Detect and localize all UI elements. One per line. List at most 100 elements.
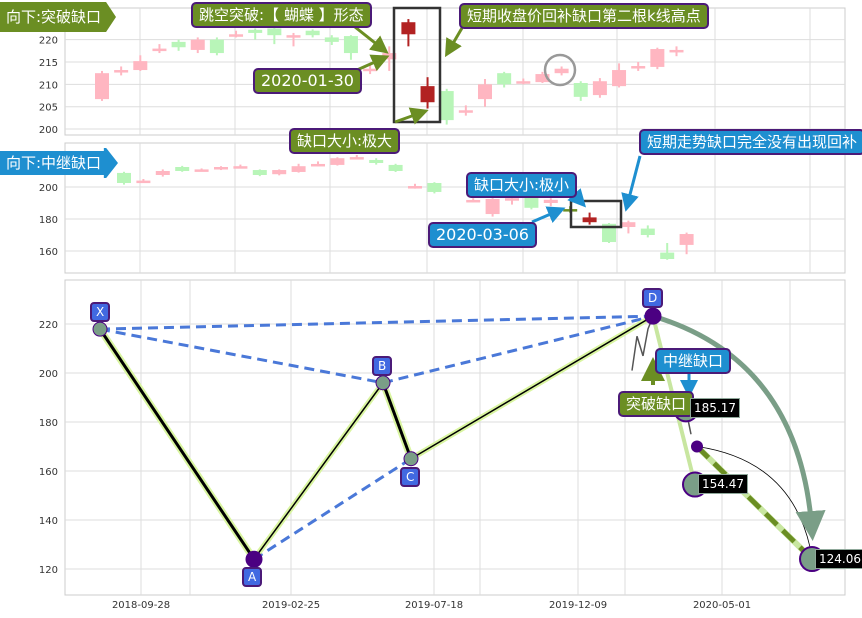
candle-body (349, 157, 364, 160)
candle-body (311, 163, 325, 167)
panel2-ytick-label: 160 (39, 247, 58, 258)
panel2-candle (155, 169, 170, 177)
panel1-candle (305, 29, 320, 38)
panel1-candle (631, 62, 646, 71)
projection-arc-arrow (652, 313, 826, 542)
panel1-ytick-label: 215 (39, 58, 58, 69)
gap2-date-label: 2020-03-06 (428, 222, 537, 248)
candle-body (190, 39, 205, 50)
panel2-frame (64, 142, 846, 274)
pattern-point-marker (245, 550, 263, 568)
panel1-candle (612, 63, 627, 88)
pattern-point-marker (375, 375, 391, 391)
candle-body (95, 73, 109, 100)
candle-body (117, 172, 131, 183)
candle-body (401, 22, 416, 35)
panel2-candle (349, 155, 364, 160)
candle-body (343, 36, 358, 54)
panel2-candle (252, 169, 267, 177)
panel2-candle (175, 165, 190, 172)
y-tick-label: 140 (39, 516, 58, 527)
candle-body (497, 73, 512, 85)
candle-body (133, 61, 148, 71)
relay-gap-label: 中继缺口 (655, 348, 732, 374)
candle-body (114, 70, 129, 73)
panel1-candle (95, 70, 109, 101)
panel1-ytick-label: 205 (39, 103, 58, 114)
panel2-candle (485, 198, 500, 217)
y-tick-label: 160 (39, 467, 58, 478)
panel1-candle (267, 26, 282, 45)
candle-body (535, 74, 550, 83)
point-c-label: C (400, 467, 421, 487)
candle-body (602, 223, 616, 243)
panel2-direction-banner: 向下:中继缺口 (0, 148, 118, 178)
pattern-point-marker (403, 451, 419, 467)
panel2-candle (369, 158, 384, 165)
x-tick-label: 2019-02-25 (262, 600, 320, 611)
panel2-candle (466, 198, 481, 203)
candle-body (272, 170, 287, 175)
candle-body (650, 49, 665, 67)
panel2-ytick-label: 180 (39, 215, 58, 226)
panel2-candle (660, 243, 675, 260)
panel2-candle (136, 179, 151, 184)
panel1-candle (324, 35, 339, 46)
candle-body (252, 170, 267, 175)
panel1-direction-banner: 向下:突破缺口 (0, 2, 116, 32)
xd-dashed-line (99, 314, 654, 331)
candle-body (420, 86, 435, 103)
panel1-candle (401, 19, 416, 47)
panel1-candle (248, 28, 263, 40)
point-b-label: B (372, 356, 393, 376)
pattern-point-marker (92, 321, 108, 337)
candle-body (248, 29, 263, 33)
candle-body (592, 81, 607, 96)
panel2-candle (388, 163, 403, 172)
panel1-ytick-label: 220 (39, 36, 58, 47)
candle-body (612, 70, 627, 87)
candle-body (660, 252, 675, 259)
panel1-frame (64, 7, 846, 136)
panel2-candle (272, 169, 287, 176)
panel1-candle (286, 32, 301, 47)
candle-body (439, 91, 454, 121)
gap2-highlight-box (569, 199, 623, 229)
xb-dashed-line (99, 327, 384, 385)
cd-leg (410, 315, 654, 460)
target-path-dashed (695, 444, 814, 561)
panel2-ytick-label: 200 (39, 183, 58, 194)
candle-body (194, 169, 209, 172)
candle-body (679, 234, 694, 245)
panel2-candle (233, 164, 248, 169)
candle-body (155, 171, 170, 175)
panel1-candle (209, 37, 224, 56)
candle-body (427, 183, 442, 192)
panel1-candle (554, 66, 569, 76)
x-tick-label: 2018-09-28 (112, 600, 170, 611)
panel1-candle (497, 71, 512, 88)
panel1-candle (229, 30, 244, 38)
y-tick-label: 180 (39, 418, 58, 429)
point-x-label: X (90, 302, 111, 322)
gap2-fill-arrow (621, 155, 642, 212)
candle-body (305, 30, 320, 36)
panel1-candle (343, 35, 358, 60)
candle-body (286, 35, 301, 38)
pattern-label: 跳空突破:【 蝴蝶 】形态 (191, 2, 372, 28)
candle-body (136, 180, 151, 184)
candle-body (291, 166, 306, 172)
panel1-candle (152, 44, 167, 54)
x-tick-label: 2020-05-01 (693, 600, 751, 611)
panel2-candle (214, 166, 228, 171)
x-tick-label: 2019-07-18 (405, 600, 463, 611)
ab-leg (253, 382, 384, 560)
candle-body (229, 34, 244, 37)
panel1-candle (669, 46, 684, 57)
candle-body (631, 66, 646, 69)
date2-arrow (531, 206, 566, 224)
xa-leg (98, 328, 256, 561)
panel1-candle (592, 78, 607, 98)
